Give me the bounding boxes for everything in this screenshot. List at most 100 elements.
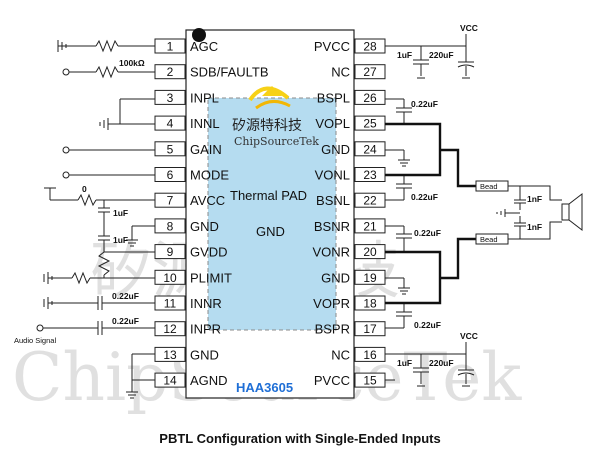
left-pin-label: SDB/FAULTB [190, 65, 269, 80]
res-100k-label: 100kΩ [119, 58, 145, 68]
pin1-marker-dot [192, 28, 206, 42]
cap-1uf-bottom-label: 1uF [397, 358, 412, 368]
boot26-label: 0.22uF [411, 99, 438, 109]
left-pin-number: 2 [167, 65, 174, 79]
left-pin-number: 13 [163, 348, 177, 362]
boot22-label: 0.22uF [411, 192, 438, 202]
company-logo: 矽源特科技 ChipSourceTek [232, 86, 319, 148]
left-pin-number: 12 [163, 322, 177, 336]
right-pin-label: BSPR [315, 322, 350, 337]
left-pin-box [154, 141, 186, 157]
left-pin-number: 4 [167, 117, 174, 131]
left-pin-number: 3 [167, 91, 174, 105]
left-pin-number: 6 [167, 168, 174, 182]
right-pin-box [354, 269, 386, 285]
right-pin-label: VONR [312, 245, 350, 260]
right-pin-label: BSPL [317, 90, 350, 105]
right-pin-number: 28 [363, 40, 377, 54]
right-pin-number: 19 [363, 271, 377, 285]
left-pin-label: GND [190, 219, 219, 234]
left-pin-number: 7 [167, 194, 174, 208]
cap-220uf-bottom-label: 220uF [429, 358, 454, 368]
left-pin-label: INPL [190, 90, 219, 105]
boot21-label: 0.22uF [414, 228, 441, 238]
left-pin-label: AVCC [190, 193, 225, 208]
right-pin-label: GND [321, 142, 350, 157]
right-pin-number: 22 [363, 194, 377, 208]
right-pin-box [354, 321, 386, 337]
cap-innr-label: 0.22uF [112, 291, 139, 301]
right-circuitry [385, 34, 475, 387]
left-pin-label: INPR [190, 322, 221, 337]
left-pin-box [154, 115, 186, 131]
right-pin-box [354, 89, 386, 105]
cap-1uf-top-label: 1uF [397, 50, 412, 60]
left-pin-box [154, 321, 186, 337]
right-pin-number: 18 [363, 297, 377, 311]
left-pin-label: GAIN [190, 142, 222, 157]
left-pin-number: 9 [167, 245, 174, 259]
left-pin-label: MODE [190, 168, 229, 183]
cap-inpr-label: 0.22uF [112, 316, 139, 326]
right-pin-box [354, 141, 386, 157]
right-pin-label: VOPR [313, 296, 350, 311]
right-pin-label: PVCC [314, 39, 350, 54]
left-pin-label: GND [190, 347, 219, 362]
left-pin-label: AGC [190, 39, 218, 54]
pin-group: 1 AGC 2 SDB/FAULTB 3 INPL 4 INNL 5 GAIN 6 MODE 7 AVCC… [154, 38, 386, 388]
left-pin-label: INNL [190, 116, 220, 131]
center-gnd-label: GND [256, 224, 285, 239]
left-pin-label: INNR [190, 296, 222, 311]
left-pin-box [154, 269, 186, 285]
output-traces [385, 122, 476, 305]
left-pin-number: 5 [167, 142, 174, 156]
left-pin-number: 1 [167, 40, 174, 54]
cap-avcc2-label: 1uF [113, 235, 128, 245]
right-pin-number: 15 [363, 374, 377, 388]
right-pin-box [354, 64, 386, 80]
left-circuitry [36, 39, 155, 399]
speaker-cap2-label: 1nF [527, 222, 542, 232]
right-pin-number: 24 [363, 142, 377, 156]
right-pin-label: VOPL [315, 116, 350, 131]
speaker-cap1-label: 1nF [527, 194, 542, 204]
left-pin-number: 8 [167, 219, 174, 233]
right-pin-label: VONL [315, 168, 350, 183]
right-pin-label: NC [331, 347, 350, 362]
right-pin-number: 26 [363, 91, 377, 105]
thermal-pad-label: Thermal PAD [230, 188, 307, 203]
audio-signal-label: Audio Signal [14, 336, 56, 345]
left-pin-box [154, 89, 186, 105]
left-pin-label: AGND [190, 373, 228, 388]
speaker-network [496, 185, 583, 240]
left-pin-number: 10 [163, 271, 177, 285]
right-pin-number: 21 [363, 219, 377, 233]
cap-avcc1-label: 1uF [113, 208, 128, 218]
vcc-top-label: VCC [460, 23, 478, 33]
vcc-bottom-label: VCC [460, 331, 478, 341]
logo-text-cn: 矽源特科技 [232, 118, 302, 134]
part-number: HAA3605 [236, 380, 293, 395]
right-pin-number: 16 [363, 348, 377, 362]
figure-caption: PBTL Configuration with Single-Ended Inp… [159, 431, 440, 446]
left-pin-label: GVDD [190, 245, 228, 260]
right-pin-label: PVCC [314, 373, 350, 388]
right-pin-label: NC [331, 65, 350, 80]
bead-2-label: Bead [480, 235, 498, 244]
right-pin-number: 25 [363, 117, 377, 131]
left-pin-number: 11 [164, 297, 177, 311]
right-pin-number: 23 [363, 168, 377, 182]
cap-220uf-top-label: 220uF [429, 50, 454, 60]
boot17-label: 0.22uF [414, 320, 441, 330]
left-pin-label: PLIMIT [190, 270, 232, 285]
left-pin-number: 14 [163, 374, 177, 388]
right-pin-label: BSNL [316, 193, 350, 208]
thermal-pad [207, 97, 337, 331]
right-pin-number: 17 [363, 322, 377, 336]
right-pin-label: GND [321, 270, 350, 285]
right-pin-label: BSNR [314, 219, 350, 234]
right-pin-number: 27 [363, 65, 377, 79]
right-pin-number: 20 [363, 245, 377, 259]
